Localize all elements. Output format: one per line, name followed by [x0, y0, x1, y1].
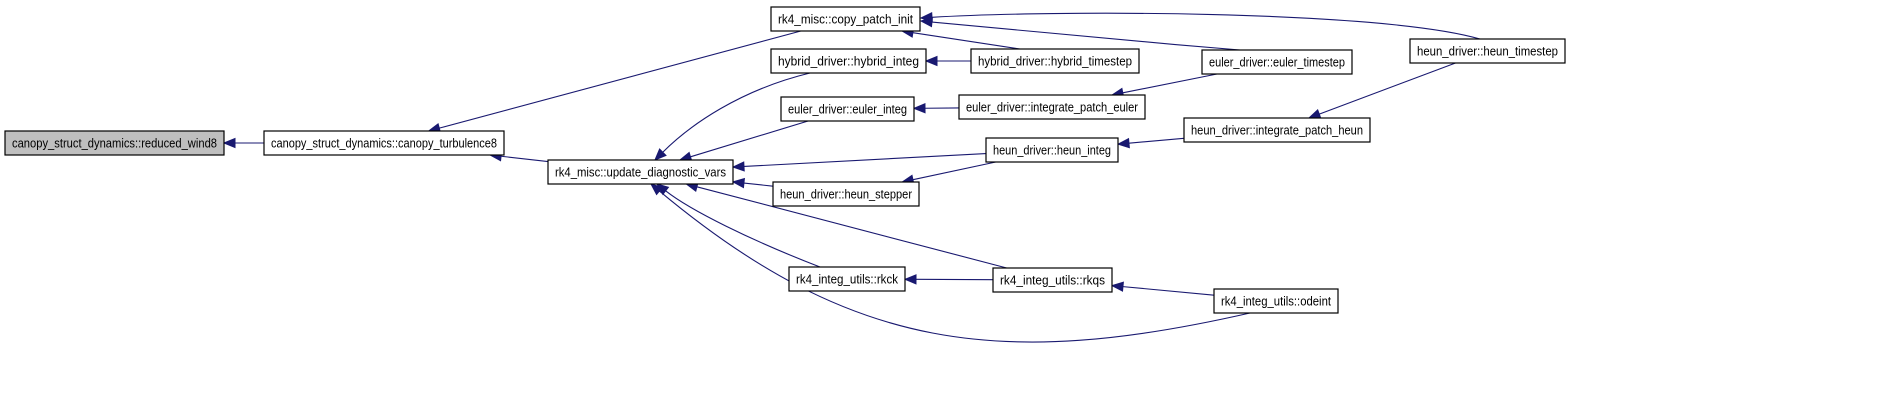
edge-arrowhead: [912, 102, 926, 114]
edge-integrate-patch-heun-to-heun-integ: [1116, 137, 1185, 149]
edge-line: [912, 32, 1021, 50]
node-hybrid-integ[interactable]: hybrid_driver::hybrid_integ: [770, 48, 927, 74]
edge-line: [1122, 73, 1218, 94]
node-update-diagnostic-vars[interactable]: rk4_misc::update_diagnostic_vars: [547, 159, 734, 185]
edge-arrowhead: [919, 12, 933, 23]
node-canopy-turbulence8[interactable]: canopy_struct_dynamics::canopy_turbulenc…: [263, 130, 505, 156]
edge-arrowhead: [731, 177, 745, 189]
edge-line: [696, 186, 1007, 269]
edge-hybrid-integ-to-update-diagnostic-vars: [654, 72, 811, 161]
node-box: [985, 137, 1119, 163]
edge-arrowhead: [649, 183, 664, 196]
edge-odeint-to-rkqs: [1110, 281, 1215, 296]
node-box: [772, 181, 920, 207]
node-label: rk4_integ_utils::rkck: [796, 273, 899, 287]
node-integrate-patch-heun[interactable]: heun_driver::integrate_patch_heun: [1183, 117, 1371, 143]
node-label: euler_driver::euler_integ: [788, 103, 907, 117]
edge-line: [665, 190, 821, 268]
edge-line: [743, 182, 774, 187]
edge-copy-patch-init-to-canopy-turbulence8: [427, 30, 801, 134]
edge-euler-timestep-to-copy-patch-init: [919, 16, 1241, 51]
edge-line: [931, 12, 1481, 40]
edge-arrowhead: [731, 161, 745, 172]
node-box: [780, 96, 915, 122]
edge-canopy-turbulence8-to-reduced-wind8: [222, 137, 264, 149]
node-box: [4, 130, 225, 156]
edge-line: [931, 21, 1241, 51]
node-hybrid-timestep[interactable]: hybrid_driver::hybrid_timestep: [970, 48, 1140, 74]
node-label: heun_driver::integrate_patch_heun: [1191, 124, 1363, 138]
edge-integrate-patch-euler-to-euler-integ: [912, 102, 960, 114]
edge-heun-stepper-to-update-diagnostic-vars: [731, 177, 774, 189]
node-label: euler_driver::euler_timestep: [1209, 56, 1345, 70]
edge-arrowhead: [222, 137, 236, 149]
node-integrate-patch-euler[interactable]: euler_driver::integrate_patch_euler: [958, 94, 1146, 120]
node-euler-integ[interactable]: euler_driver::euler_integ: [780, 96, 915, 122]
node-box: [1213, 288, 1339, 314]
node-box: [547, 159, 734, 185]
edge-line: [662, 72, 811, 153]
edge-rkqs-to-update-diagnostic-vars: [685, 181, 1007, 269]
node-box: [1201, 49, 1353, 75]
edge-line: [1122, 286, 1215, 296]
edge-arrowhead: [1116, 137, 1130, 149]
node-label: rk4_misc::update_diagnostic_vars: [555, 166, 726, 180]
node-reduced-wind8[interactable]: canopy_struct_dynamics::reduced_wind8: [4, 130, 225, 156]
edge-euler-integ-to-update-diagnostic-vars: [678, 120, 809, 162]
node-label: rk4_integ_utils::odeint: [1221, 295, 1331, 309]
edge-arrowhead: [1307, 109, 1322, 119]
node-label: canopy_struct_dynamics::canopy_turbulenc…: [271, 137, 497, 151]
node-box: [770, 48, 927, 74]
node-label: rk4_misc::copy_patch_init: [778, 13, 913, 27]
edge-line: [659, 190, 1251, 343]
edge-heun-integ-to-heun-stepper: [900, 161, 996, 185]
node-rkck[interactable]: rk4_integ_utils::rkck: [788, 266, 906, 292]
edge-heun-timestep-to-copy-patch-init: [919, 12, 1481, 40]
node-box: [770, 6, 921, 32]
node-label: hybrid_driver::hybrid_timestep: [978, 55, 1132, 69]
node-heun-timestep[interactable]: heun_driver::heun_timestep: [1409, 38, 1566, 64]
edge-heun-integ-to-update-diagnostic-vars: [731, 152, 987, 172]
node-label: hybrid_driver::hybrid_integ: [778, 55, 919, 69]
node-box: [788, 266, 906, 292]
node-rkqs[interactable]: rk4_integ_utils::rkqs: [992, 267, 1113, 293]
node-label: euler_driver::integrate_patch_euler: [966, 101, 1138, 115]
nodes-layer: canopy_struct_dynamics::reduced_wind8 can…: [4, 6, 1566, 314]
node-box: [992, 267, 1113, 293]
node-odeint[interactable]: rk4_integ_utils::odeint: [1213, 288, 1339, 314]
node-euler-timestep[interactable]: euler_driver::euler_timestep: [1201, 49, 1353, 75]
edge-line: [501, 155, 549, 163]
edge-line: [690, 120, 809, 158]
node-label: heun_driver::heun_integ: [993, 144, 1111, 158]
edge-odeint-to-update-diagnostic-vars: [649, 183, 1251, 343]
node-label: heun_driver::heun_timestep: [1417, 45, 1558, 59]
node-box: [958, 94, 1146, 120]
edge-arrowhead: [924, 55, 938, 67]
node-heun-stepper[interactable]: heun_driver::heun_stepper: [772, 181, 920, 207]
node-copy-patch-init[interactable]: rk4_misc::copy_patch_init: [770, 6, 921, 32]
edge-arrowhead: [654, 148, 667, 161]
edge-line: [912, 161, 996, 181]
edge-line: [1128, 137, 1185, 144]
node-label: rk4_integ_utils::rkqs: [1000, 274, 1105, 288]
edge-euler-timestep-to-integrate-patch-euler: [1110, 73, 1218, 98]
node-box: [1183, 117, 1371, 143]
edge-arrowhead: [903, 274, 917, 285]
edge-hybrid-timestep-to-hybrid-integ: [924, 55, 971, 67]
edge-line: [743, 152, 987, 168]
edge-line: [1319, 62, 1456, 115]
node-label: canopy_struct_dynamics::reduced_wind8: [12, 137, 217, 151]
node-heun-integ[interactable]: heun_driver::heun_integ: [985, 137, 1119, 163]
node-box: [970, 48, 1140, 74]
edge-arrowhead: [1110, 281, 1124, 292]
node-box: [1409, 38, 1566, 64]
edge-rkqs-to-rkck: [903, 274, 994, 285]
node-label: heun_driver::heun_stepper: [780, 188, 912, 202]
edge-line: [439, 30, 801, 129]
node-box: [263, 130, 505, 156]
